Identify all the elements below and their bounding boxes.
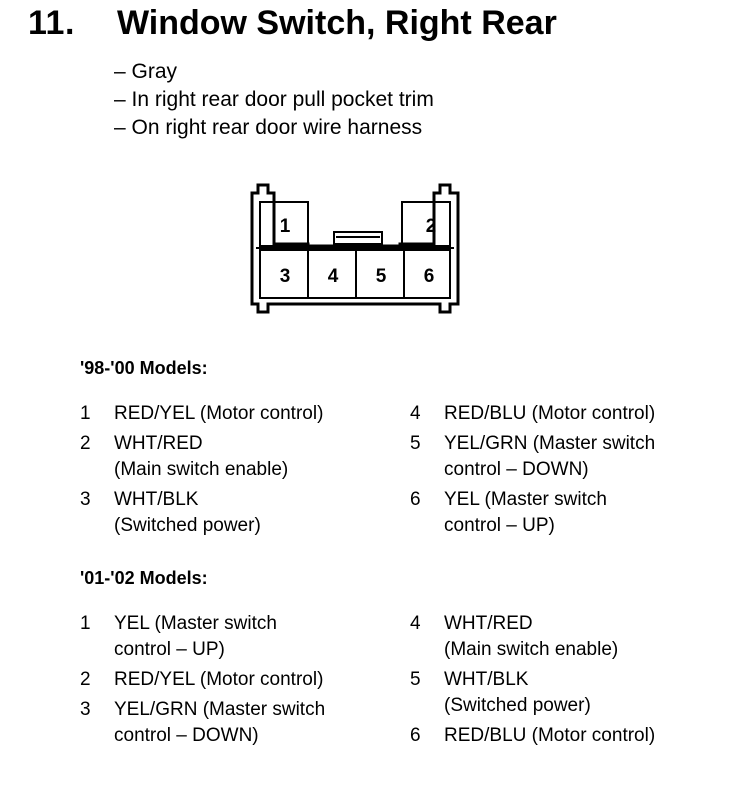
pin-description: RED/BLU (Motor control) — [444, 725, 656, 746]
pin-number: 2 — [80, 669, 91, 690]
pin-number: 5 — [410, 433, 421, 454]
pin-number: 2 — [80, 433, 91, 454]
pin-label-4: 4 — [328, 266, 339, 287]
connector-diagram: 1 2 3 4 5 6 — [250, 183, 460, 314]
location-notes: – Gray – In right rear door pull pocket … — [114, 58, 434, 142]
section-number: 11. — [28, 4, 75, 42]
pin-row: 4 WHT/RED (Main switch enable) — [410, 611, 655, 663]
pin-row: 5 YEL/GRN (Master switch control – DOWN) — [410, 431, 655, 483]
pin-number: 4 — [410, 613, 421, 634]
pin-row: 2 RED/YEL (Motor control) — [80, 667, 325, 693]
pin-row: 1 YEL (Master switch control – UP) — [80, 611, 325, 663]
pin-number: 6 — [410, 725, 421, 746]
connector-housing — [250, 183, 460, 314]
pin-description: WHT/BLK (Switched power) — [444, 669, 591, 716]
pin-number: 1 — [80, 613, 91, 634]
pin-description: WHT/RED (Main switch enable) — [444, 613, 619, 660]
pin-row: 4 RED/BLU (Motor control) — [410, 401, 655, 427]
pin-row: 6 YEL (Master switch control – UP) — [410, 487, 655, 539]
pin-cavity-1 — [259, 201, 309, 247]
pin-number: 1 — [80, 403, 91, 424]
pin-number: 4 — [410, 403, 421, 424]
pin-row: 3 YEL/GRN (Master switch control – DOWN) — [80, 697, 325, 749]
pin-description: YEL/GRN (Master switch control – DOWN) — [114, 699, 326, 746]
note-location: – In right rear door pull pocket trim — [114, 88, 434, 111]
pin-description: YEL (Master switch control – UP) — [114, 613, 277, 660]
pin-description: YEL/GRN (Master switch control – DOWN) — [444, 433, 656, 480]
pin-row: 5 WHT/BLK (Switched power) — [410, 667, 655, 719]
pin-description: WHT/RED (Main switch enable) — [114, 433, 289, 480]
pin-number: 3 — [80, 699, 91, 720]
pin-label-1: 1 — [280, 216, 291, 237]
pin-list-98-00-right: 4 RED/BLU (Motor control) 5 YEL/GRN (Mas… — [410, 401, 655, 539]
note-color: – Gray — [114, 60, 178, 83]
pin-description: YEL (Master switch control – UP) — [444, 489, 607, 536]
pin-label-5: 5 — [376, 266, 387, 287]
pin-row: 2 WHT/RED (Main switch enable) — [80, 431, 323, 483]
pin-number: 5 — [410, 669, 421, 690]
pin-description: RED/YEL (Motor control) — [114, 403, 324, 424]
section-title-01-02: '01-'02 Models: — [80, 568, 208, 588]
page-title: Window Switch, Right Rear — [117, 4, 557, 42]
pin-label-2: 2 — [426, 216, 437, 237]
pin-label-6: 6 — [424, 266, 435, 287]
pin-row: 1 RED/YEL (Motor control) — [80, 401, 323, 427]
pin-label-3: 3 — [280, 266, 291, 287]
pin-row: 3 WHT/BLK (Switched power) — [80, 487, 323, 539]
connector-lock-tab — [333, 231, 383, 245]
pin-cavity-6 — [403, 249, 451, 299]
section-title-98-00: '98-'00 Models: — [80, 358, 208, 378]
page-heading: 11. Window Switch, Right Rear — [0, 0, 752, 50]
pin-list-98-00-left: 1 RED/YEL (Motor control) 2 WHT/RED (Mai… — [80, 401, 323, 539]
pin-list-01-02-right: 4 WHT/RED (Main switch enable) 5 WHT/BLK… — [410, 611, 655, 749]
pin-cavity-2 — [401, 201, 451, 247]
pin-description: WHT/BLK (Switched power) — [114, 489, 261, 536]
pin-description: RED/YEL (Motor control) — [114, 669, 324, 690]
pin-number: 3 — [80, 489, 91, 510]
pin-number: 6 — [410, 489, 421, 510]
note-harness: – On right rear door wire harness — [114, 116, 423, 139]
pin-list-01-02-left: 1 YEL (Master switch control – UP) 2 RED… — [80, 611, 325, 749]
pin-row: 6 RED/BLU (Motor control) — [410, 723, 655, 749]
pin-description: RED/BLU (Motor control) — [444, 403, 656, 424]
